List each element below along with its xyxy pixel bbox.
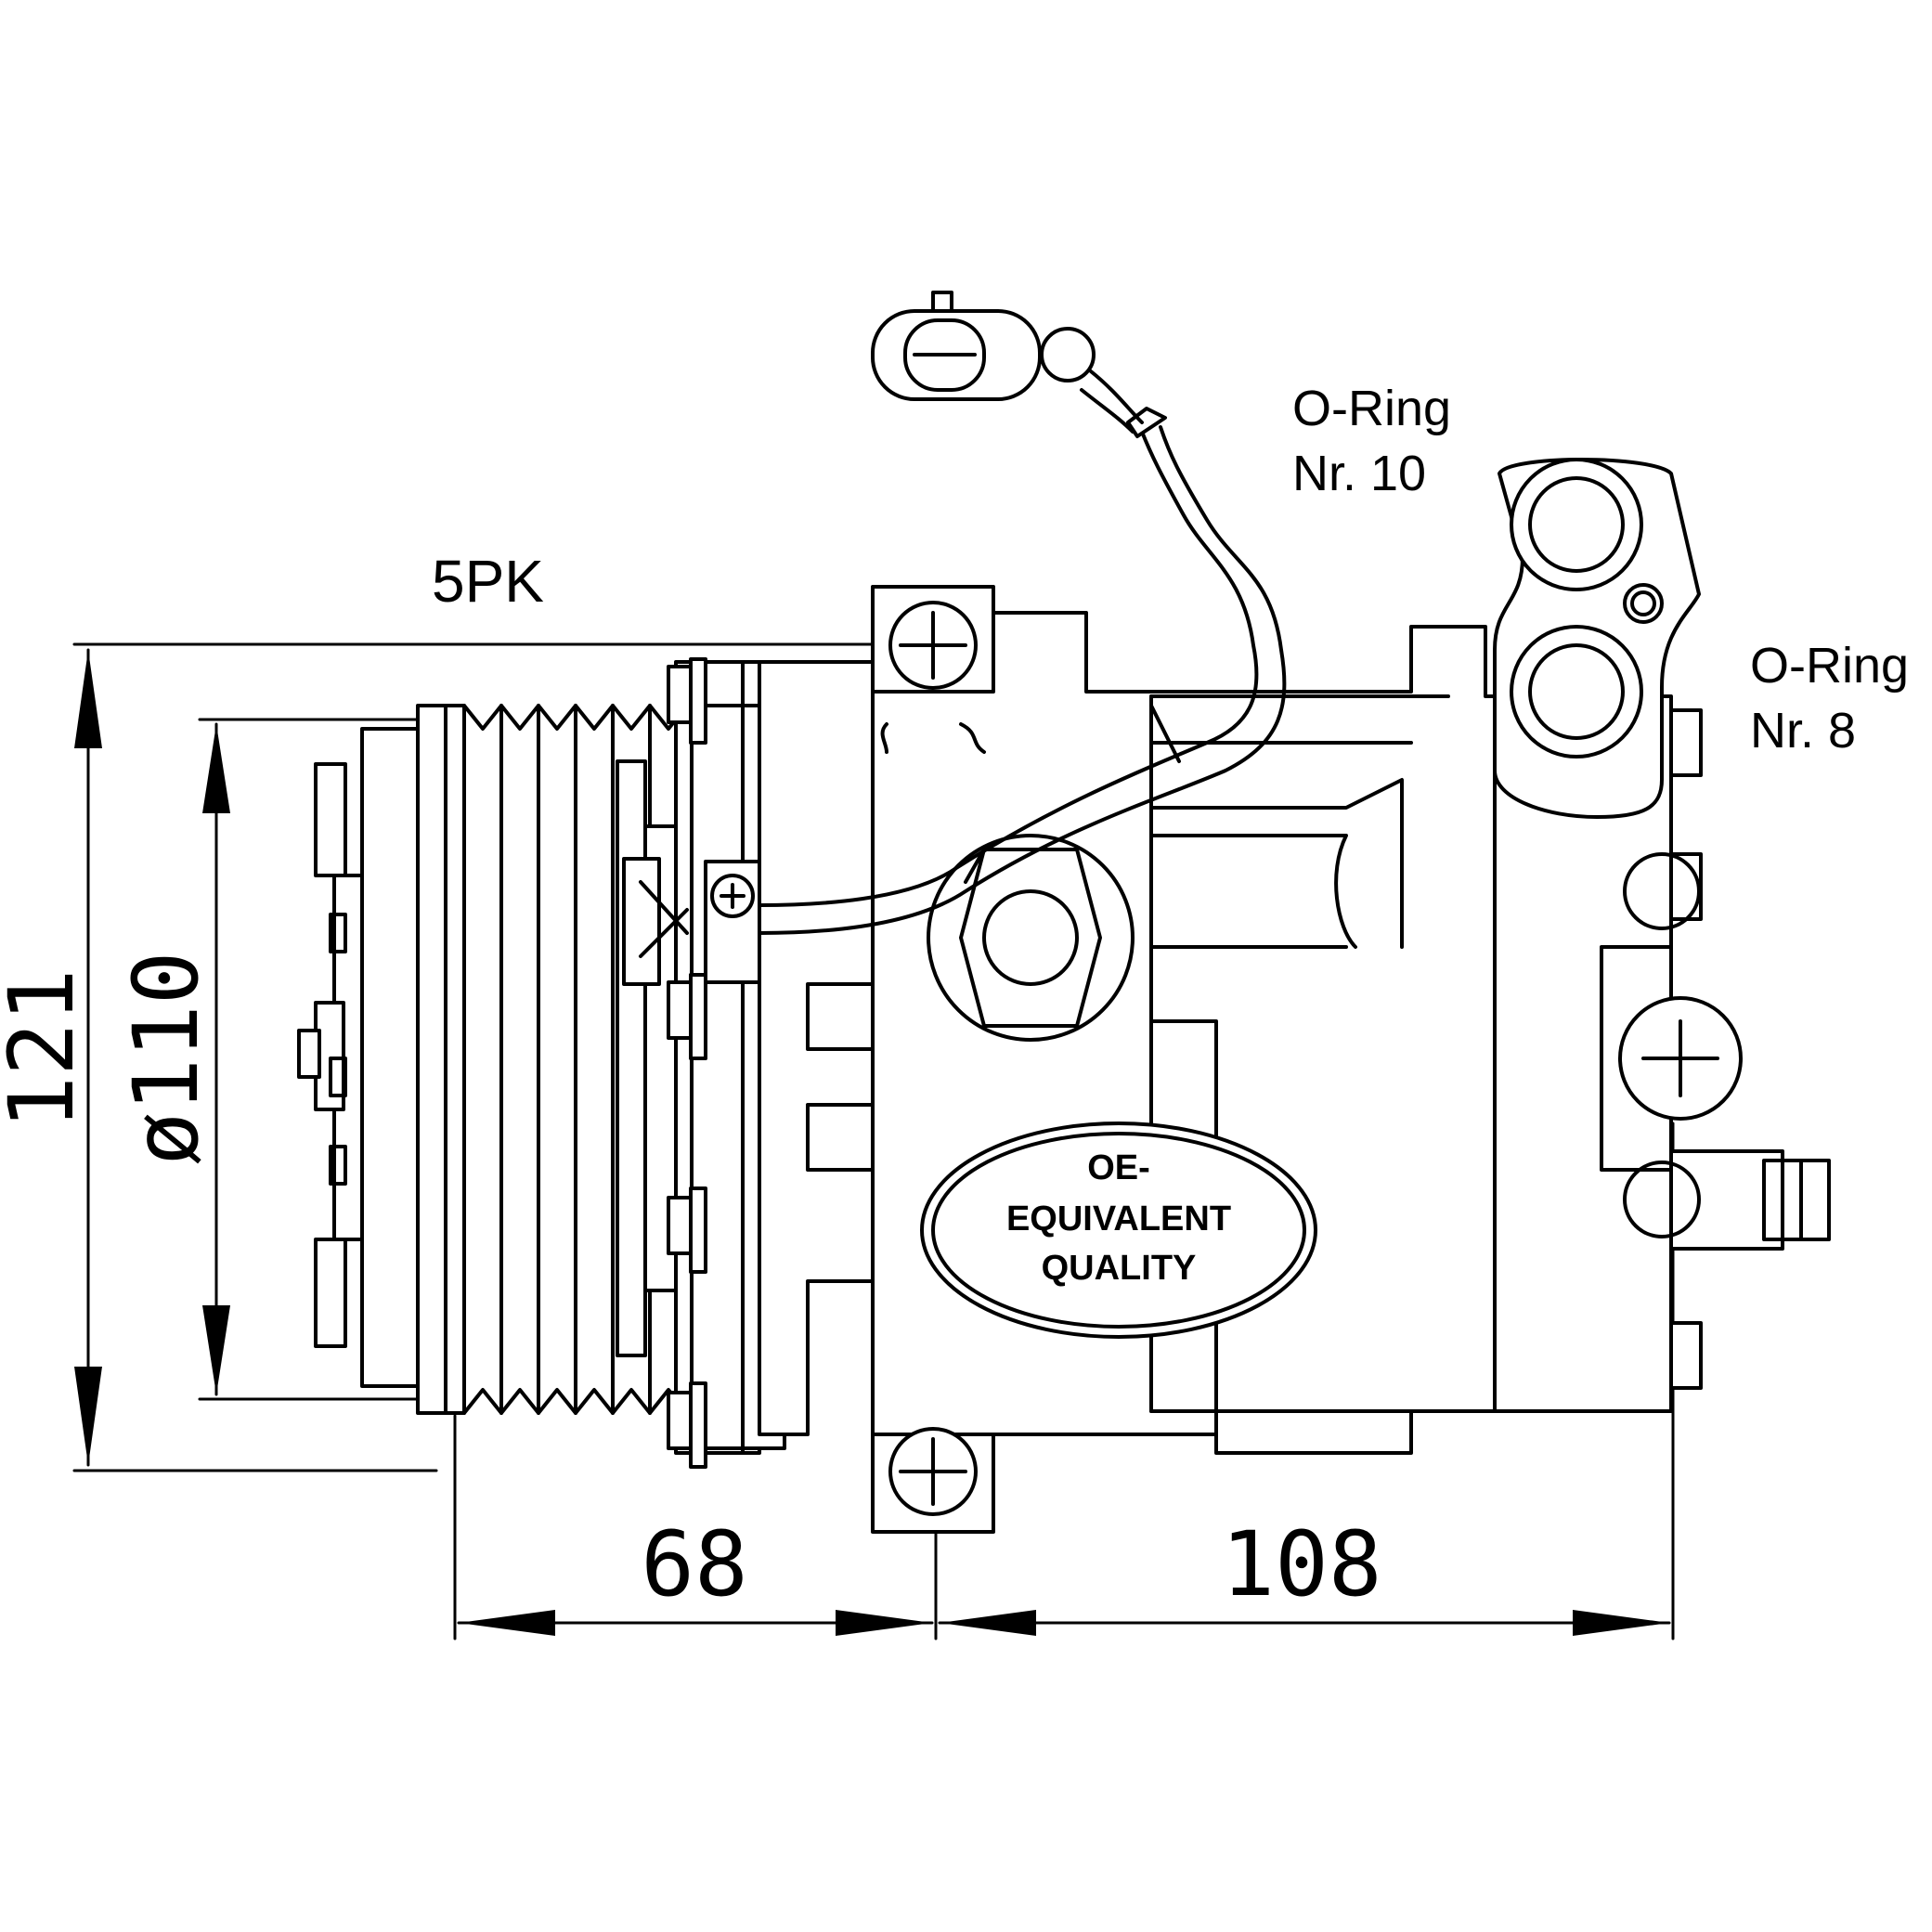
oring-right-label-2: Nr. 8 bbox=[1750, 703, 1856, 759]
badge-line-2: EQUIVALENT bbox=[1006, 1199, 1231, 1238]
front-housing bbox=[622, 657, 875, 1469]
dimension-68-text: 68 bbox=[641, 1512, 748, 1616]
belt-label: 5PK bbox=[432, 548, 544, 615]
dimension-108-text: 108 bbox=[1221, 1512, 1381, 1616]
oring-top-label-1: O-Ring bbox=[1292, 381, 1451, 436]
connector-wire bbox=[758, 291, 1287, 935]
oring-top-label-2: Nr. 10 bbox=[1292, 446, 1426, 501]
oring-right-label-1: O-Ring bbox=[1750, 638, 1909, 694]
compressor-body bbox=[871, 585, 1497, 1534]
badge-line-1: OE- bbox=[1087, 1148, 1150, 1187]
oe-badge: OE- EQUIVALENT QUALITY bbox=[920, 1122, 1317, 1339]
badge-line-3: QUALITY bbox=[1042, 1249, 1197, 1288]
rear-head bbox=[1493, 458, 1831, 1413]
dimension-height-121 bbox=[72, 642, 884, 1472]
dimension-diameter-text: ø110 bbox=[114, 951, 218, 1165]
dimension-height-text: 121 bbox=[0, 968, 94, 1129]
dimension-diameter-110 bbox=[198, 718, 424, 1401]
